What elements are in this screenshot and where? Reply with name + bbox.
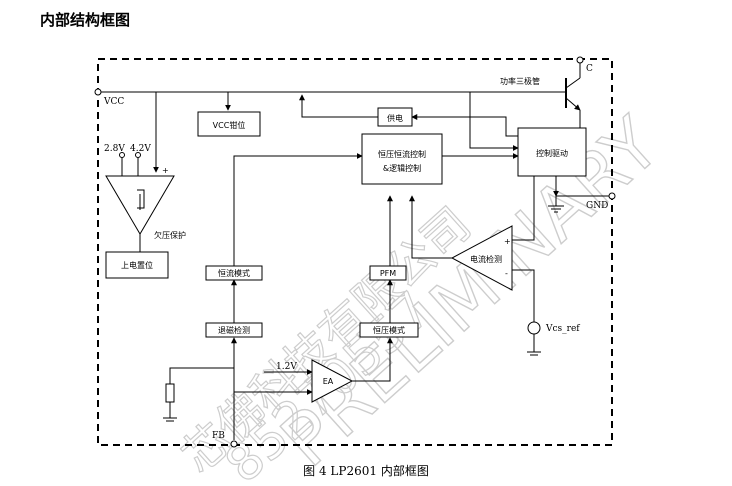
page-title: 内部结构框图	[40, 11, 131, 29]
chip-boundary	[97, 58, 613, 446]
cc-cv-control-label-2: &逻辑控制	[383, 163, 421, 173]
cv-mode-label: 恒压模式	[373, 325, 405, 335]
current-sense-comparator	[450, 225, 513, 291]
power-transistor-label: 功率三极管	[500, 76, 540, 86]
pfm-label: PFM	[380, 269, 396, 278]
vcc-label: VCC	[103, 97, 124, 107]
demag-detect-label: 退磁检测	[218, 325, 250, 335]
cc-cv-control-label-1: 恒压恒流控制	[378, 149, 426, 159]
uvlo-label: 欠压保护	[154, 230, 186, 240]
c-pin	[576, 56, 584, 64]
uvlo-plus: +	[162, 166, 169, 175]
c-pin-label: C	[586, 64, 593, 74]
gnd-pin	[608, 192, 616, 200]
drive-control-label: 控制驱动	[536, 148, 568, 158]
fb-label: FB	[212, 431, 225, 441]
power-supply-block	[377, 107, 413, 127]
error-amplifier	[311, 359, 354, 403]
error-amp-label: EA	[323, 377, 334, 386]
cs-minus: -	[505, 269, 508, 278]
power-on-reset-label: 上电置位	[121, 260, 153, 270]
pfm-block	[369, 265, 407, 281]
v28-label: 2.8V	[104, 144, 125, 154]
vref-label: 1.2V	[276, 362, 297, 372]
vcc-clamp-label: VCC钳位	[213, 120, 246, 130]
cc-mode-label: 恒流模式	[218, 268, 250, 278]
vcs-ref-label: Vcs_ref	[545, 324, 580, 334]
drive-control-block	[517, 127, 587, 177]
watermark-preliminary: PRELIMINARY	[265, 101, 676, 483]
power-on-reset-block	[105, 251, 169, 279]
cv-mode-block	[359, 322, 419, 338]
current-sense-label: 电流检测	[470, 254, 502, 264]
gnd-label: GND	[586, 201, 608, 211]
cs-plus: +	[504, 237, 511, 246]
demag-detect-block	[205, 322, 263, 338]
cc-mode-block	[205, 265, 263, 281]
power-supply-label: 供电	[387, 113, 403, 123]
vcc-pin	[94, 88, 102, 96]
vcc-clamp-block	[197, 111, 261, 137]
cc-cv-control-block	[361, 133, 443, 185]
figure-caption: 图 4 LP2601 内部框图	[303, 464, 429, 478]
fb-pin	[230, 440, 238, 448]
v42-label: 4.2V	[130, 144, 151, 154]
